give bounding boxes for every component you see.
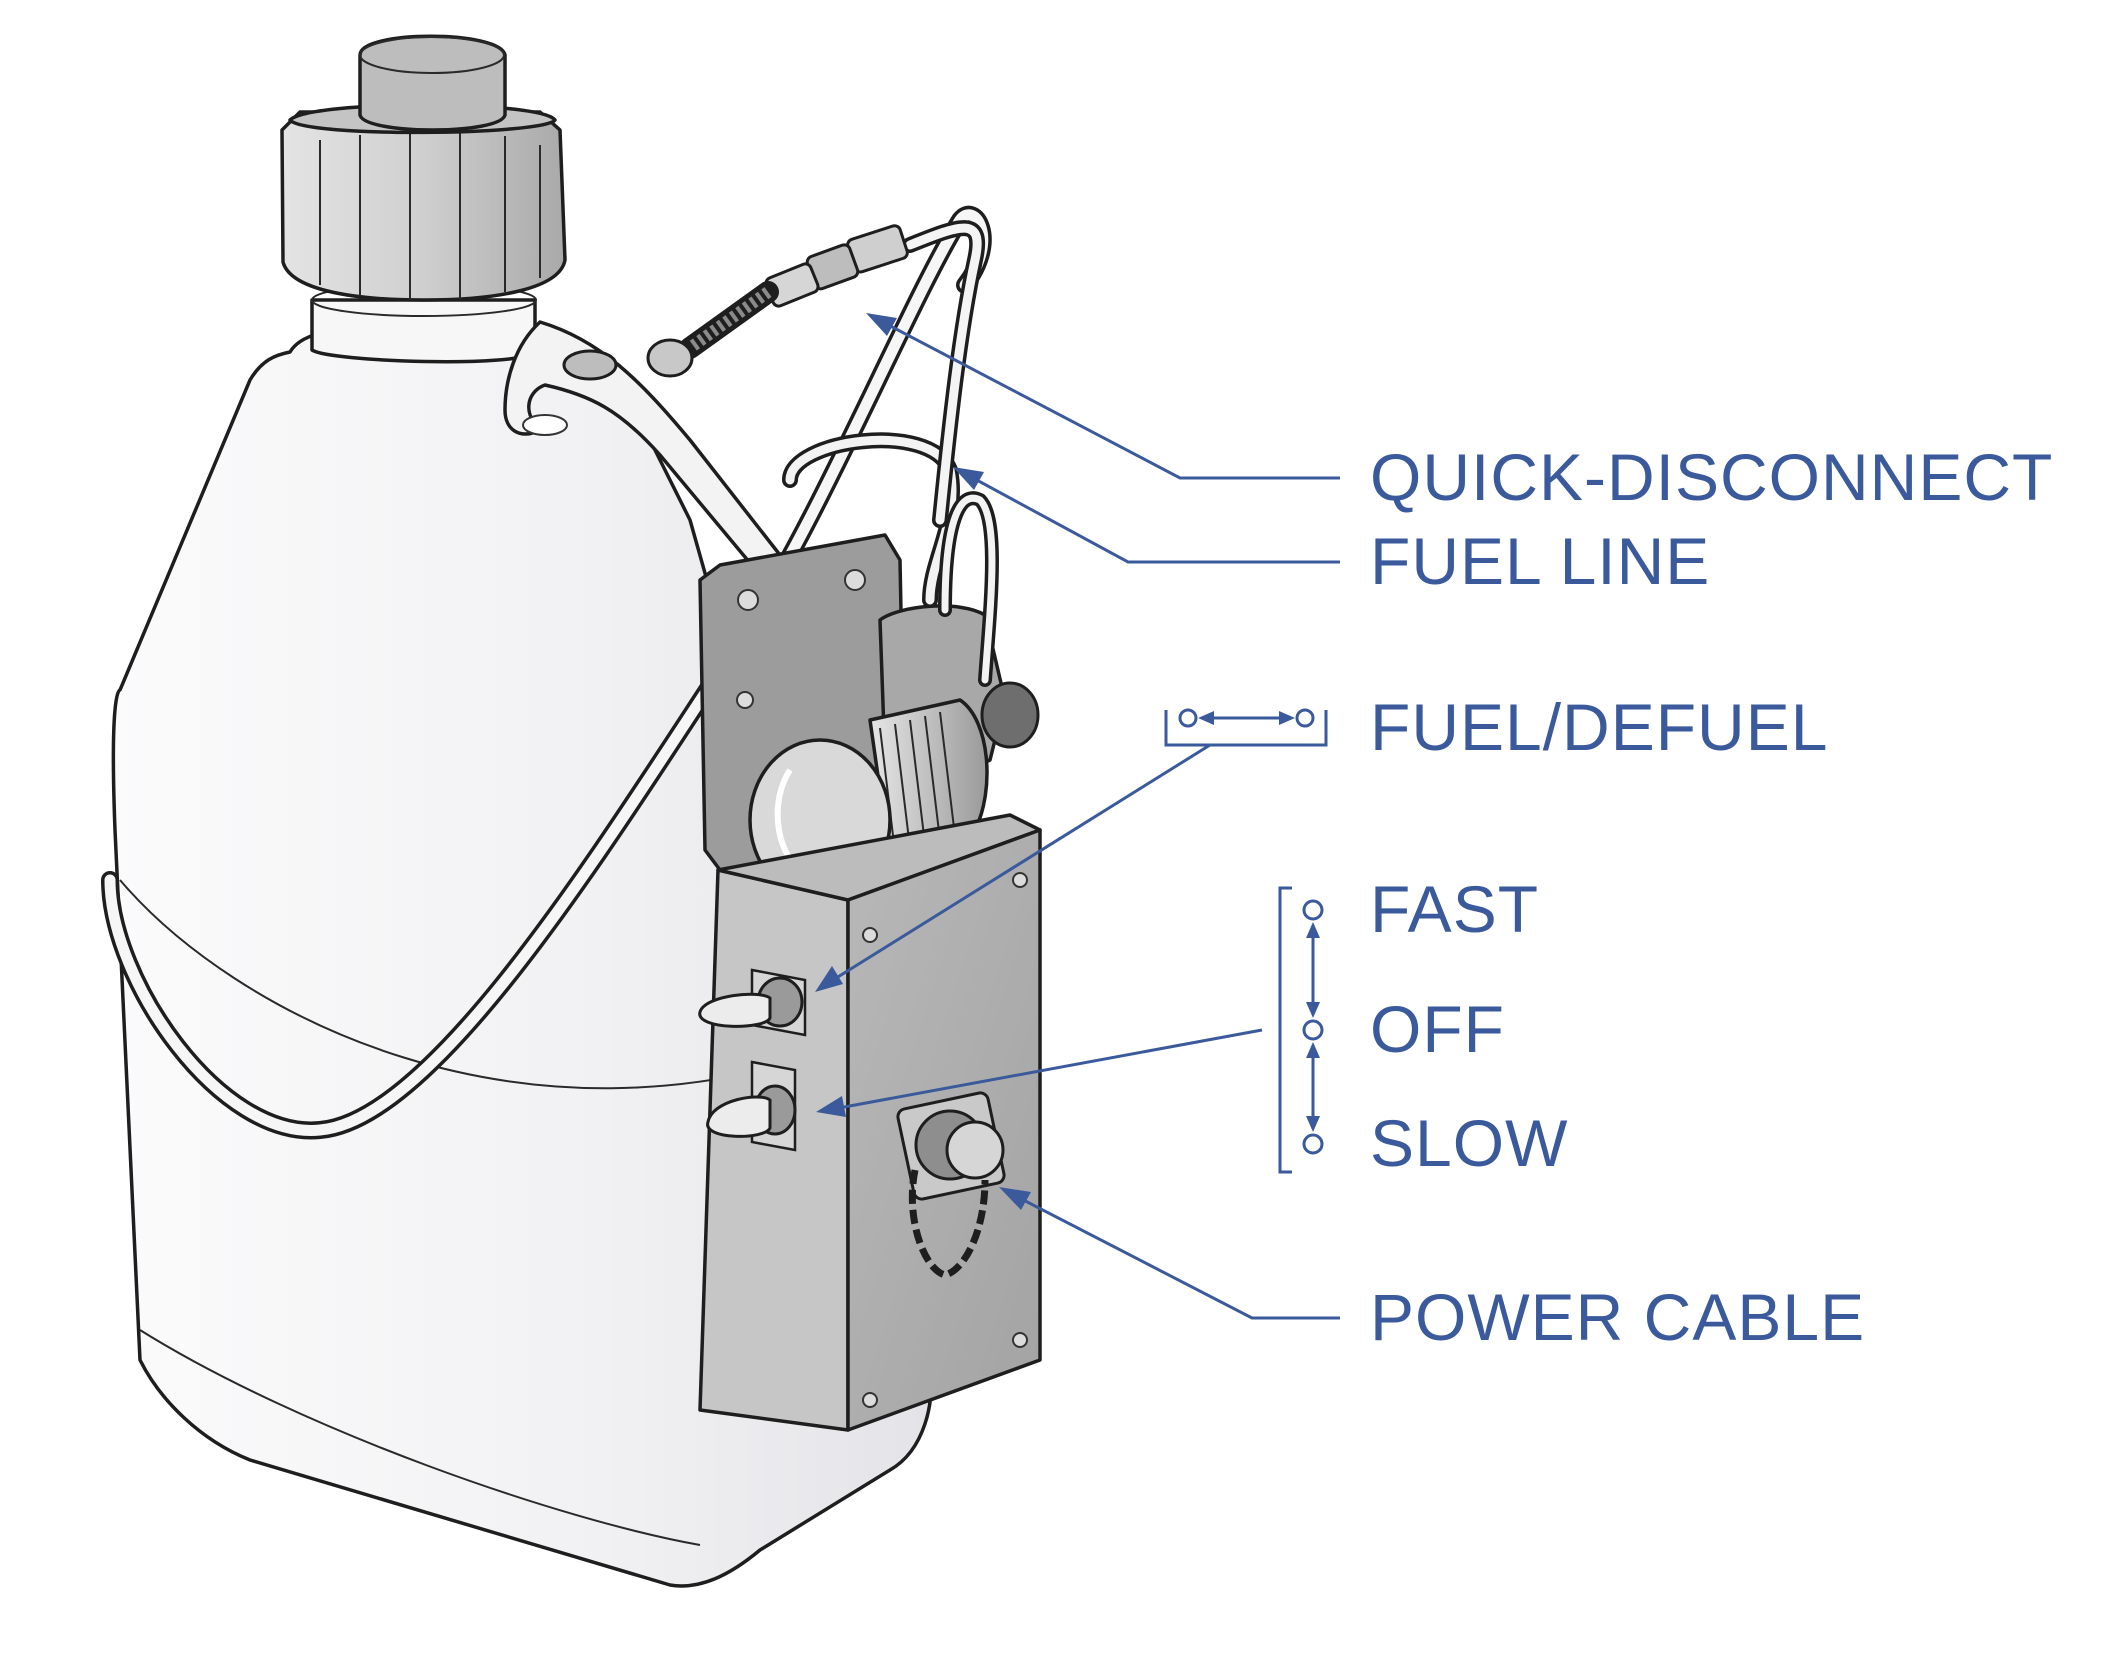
- upper-fuel-line-inner: [905, 223, 982, 525]
- motor-fins: [879, 711, 956, 853]
- power-connector[interactable]: [896, 1091, 1006, 1279]
- slow-label: SLOW: [1370, 1106, 1568, 1180]
- vent-cap: [358, 34, 507, 132]
- vent-fitting: [646, 338, 694, 378]
- quick-disconnect-arrowhead: [866, 313, 897, 336]
- braided-hose-texture: [686, 287, 772, 353]
- cap-flute-lines: [319, 133, 541, 300]
- switch-lever: [698, 992, 772, 1028]
- power-cable-label: POWER CABLE: [1370, 1280, 1865, 1354]
- connector-cap: [945, 1120, 1005, 1180]
- speed-toggle-switch[interactable]: [706, 1060, 797, 1152]
- fuel-defuel-toggle-switch[interactable]: [698, 968, 807, 1037]
- fuel-line-arc-front-inner: [941, 494, 996, 684]
- off-label: OFF: [1370, 992, 1505, 1066]
- fuel-defuel-arrowhead: [815, 966, 843, 992]
- cap-base: [280, 110, 567, 302]
- vent-bolt: [562, 349, 618, 381]
- connector-chain: [908, 1169, 989, 1279]
- box-screw: [1012, 1332, 1028, 1348]
- pump-port: [980, 681, 1040, 749]
- control-box-side: [698, 868, 850, 1432]
- fast-label: FAST: [1370, 872, 1539, 946]
- fuel-line-arrowhead: [953, 467, 984, 490]
- speed-arrowhead: [816, 1096, 846, 1117]
- plate-bolt: [737, 589, 759, 611]
- fuel-line-loop-inner: [104, 209, 989, 1136]
- vent-cap-top: [359, 36, 505, 74]
- fuel-line-leader: [961, 470, 1340, 564]
- plate-bolt: [844, 569, 866, 591]
- callout-labels: QUICK-DISCONNECT FUEL LINE FUEL/DEFUEL F…: [1370, 440, 2053, 1354]
- fuel-defuel-leader: [824, 743, 1211, 987]
- plate-bolt: [736, 691, 754, 709]
- jug-cap: [280, 34, 567, 302]
- control-box: [698, 813, 1042, 1432]
- quick-disconnect-leader: [874, 316, 1340, 480]
- fuel-line-label: FUEL LINE: [1370, 524, 1710, 598]
- quick-disconnect-label: QUICK-DISCONNECT: [1370, 440, 2053, 514]
- three-position-vertical-arrow-icon: [1278, 886, 1324, 1174]
- jug-handle: [503, 320, 782, 577]
- power-cable-arrowhead: [999, 1187, 1031, 1210]
- jug-neck: [310, 298, 537, 364]
- box-screw: [862, 927, 878, 943]
- quick-disconnect-assembly: [562, 220, 986, 528]
- box-screw: [862, 1392, 878, 1408]
- handle-grip-shadow: [522, 414, 568, 436]
- two-way-horizontal-arrow-icon: [1164, 708, 1328, 747]
- speed-leader: [827, 1028, 1263, 1112]
- pump-assembly: [698, 432, 1040, 902]
- jug-base-edge: [139, 1329, 701, 1546]
- power-cable-leader: [1007, 1190, 1340, 1320]
- callout-leaders: [815, 313, 1340, 1320]
- box-screw: [1012, 872, 1028, 888]
- switch-lever: [706, 1095, 772, 1138]
- fuel-defuel-label: FUEL/DEFUEL: [1370, 690, 1828, 764]
